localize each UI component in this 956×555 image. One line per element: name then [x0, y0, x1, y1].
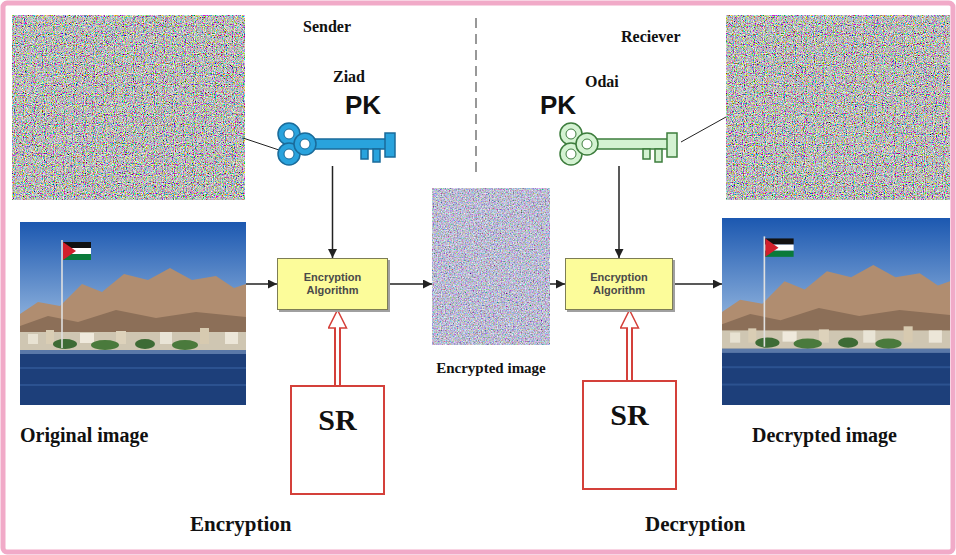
hollow-arrow	[334, 322, 341, 385]
green-key-symbol	[560, 123, 677, 165]
key-hole	[284, 129, 294, 139]
secret-label: SR	[610, 398, 648, 432]
algorithm-label: Encryption Algorithm	[281, 271, 384, 297]
key-noise-image	[12, 15, 245, 200]
connector-group	[388, 284, 432, 285]
connector-group	[246, 284, 277, 285]
image-caption: Original image	[20, 423, 148, 447]
key-label: PK	[540, 90, 576, 121]
key-end	[667, 133, 677, 157]
key-icon: PK	[275, 122, 397, 166]
leader-line	[243, 138, 279, 150]
original-photo	[20, 222, 246, 405]
flow-arrow	[332, 166, 334, 258]
section-title: Encryption	[190, 512, 292, 537]
key-shaft	[313, 139, 393, 149]
connector-group	[619, 166, 620, 258]
flow-arrow	[550, 283, 565, 285]
section-title: Decryption	[645, 512, 745, 537]
key-icon: PK	[557, 122, 679, 166]
divider-line	[475, 18, 477, 172]
connector-group	[550, 284, 565, 285]
key-tooth	[361, 149, 368, 159]
key-hole	[566, 129, 576, 139]
connector-group	[337, 322, 338, 385]
algorithm-label: Encryption Algorithm	[569, 271, 669, 297]
key-end	[385, 133, 395, 157]
key-hole	[300, 139, 310, 149]
key-hole	[582, 139, 592, 149]
flow-arrow	[618, 166, 620, 258]
secret-box: SR	[582, 380, 677, 490]
image-frame: Decrypted image	[722, 218, 950, 405]
image-frame: Original image	[20, 222, 246, 405]
blue-key-symbol	[278, 123, 395, 165]
secret-box: SR	[290, 385, 385, 495]
key-tooth	[373, 149, 380, 162]
role-label: Sender	[303, 17, 351, 36]
key-lobe	[576, 133, 598, 155]
flow-arrow	[673, 283, 722, 285]
connector-group	[332, 166, 333, 258]
flow-arrow	[246, 283, 277, 285]
key-label: PK	[345, 90, 381, 121]
key-noise-image	[726, 15, 950, 200]
key-hole	[284, 149, 294, 159]
image-frame: Encrypted image	[432, 188, 550, 345]
encrypted-noise-image	[432, 188, 550, 345]
key-tooth	[643, 149, 650, 159]
key-shaft	[595, 139, 675, 149]
hollow-arrow	[626, 322, 633, 380]
decrypted-photo	[722, 218, 950, 405]
algorithm-box: Encryption Algorithm	[565, 258, 673, 310]
leader-line	[681, 117, 726, 142]
image-caption: Decrypted image	[752, 423, 897, 447]
connector-group	[629, 322, 630, 380]
key-hole	[566, 149, 576, 159]
connector-group	[673, 284, 722, 285]
key-lobe	[294, 133, 316, 155]
key-tooth	[655, 149, 662, 162]
algorithm-box: Encryption Algorithm	[277, 258, 388, 310]
role-label: Reciever	[621, 27, 681, 46]
flow-arrow	[388, 283, 432, 285]
hollow-arrow-core	[628, 322, 631, 380]
image-caption: Encrypted image	[436, 359, 546, 377]
outer-frame	[3, 3, 953, 552]
person-name: Odai	[585, 72, 619, 91]
hollow-arrow-core	[336, 322, 339, 385]
secret-label: SR	[318, 403, 356, 437]
person-name: Ziad	[333, 67, 365, 86]
